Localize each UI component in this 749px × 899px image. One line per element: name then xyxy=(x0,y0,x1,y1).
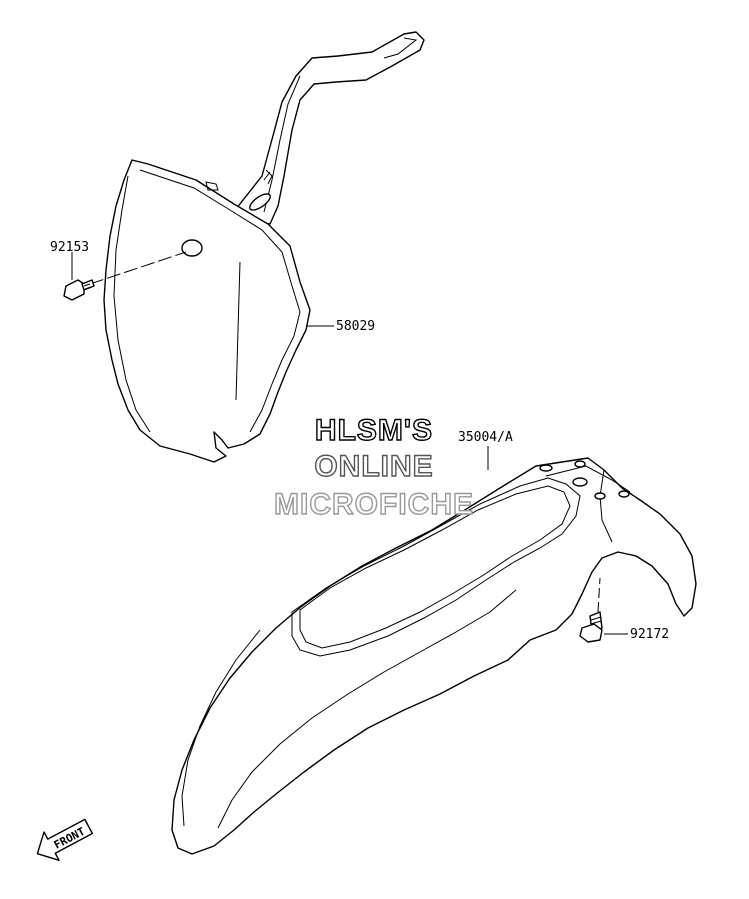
part-label-92153: 92153 xyxy=(50,240,89,255)
bolt-92172-drawing xyxy=(579,577,628,643)
part-label-35004-a: 35004/A xyxy=(458,430,513,445)
bolt-92153-drawing xyxy=(63,251,187,301)
watermark-line-3: MICROFICHE xyxy=(274,488,474,521)
part-label-58029: 58029 xyxy=(336,319,375,334)
number-plate-drawing xyxy=(103,31,425,463)
part-label-92172: 92172 xyxy=(630,627,669,642)
front-fender-drawing xyxy=(171,457,697,855)
watermark-line-2: ONLINE xyxy=(314,450,433,483)
watermark: HLSM'S ONLINE MICROFICHE xyxy=(273,413,474,521)
watermark-line-1: HLSM'S xyxy=(315,414,433,447)
front-arrow-icon: FRONT xyxy=(36,818,94,861)
